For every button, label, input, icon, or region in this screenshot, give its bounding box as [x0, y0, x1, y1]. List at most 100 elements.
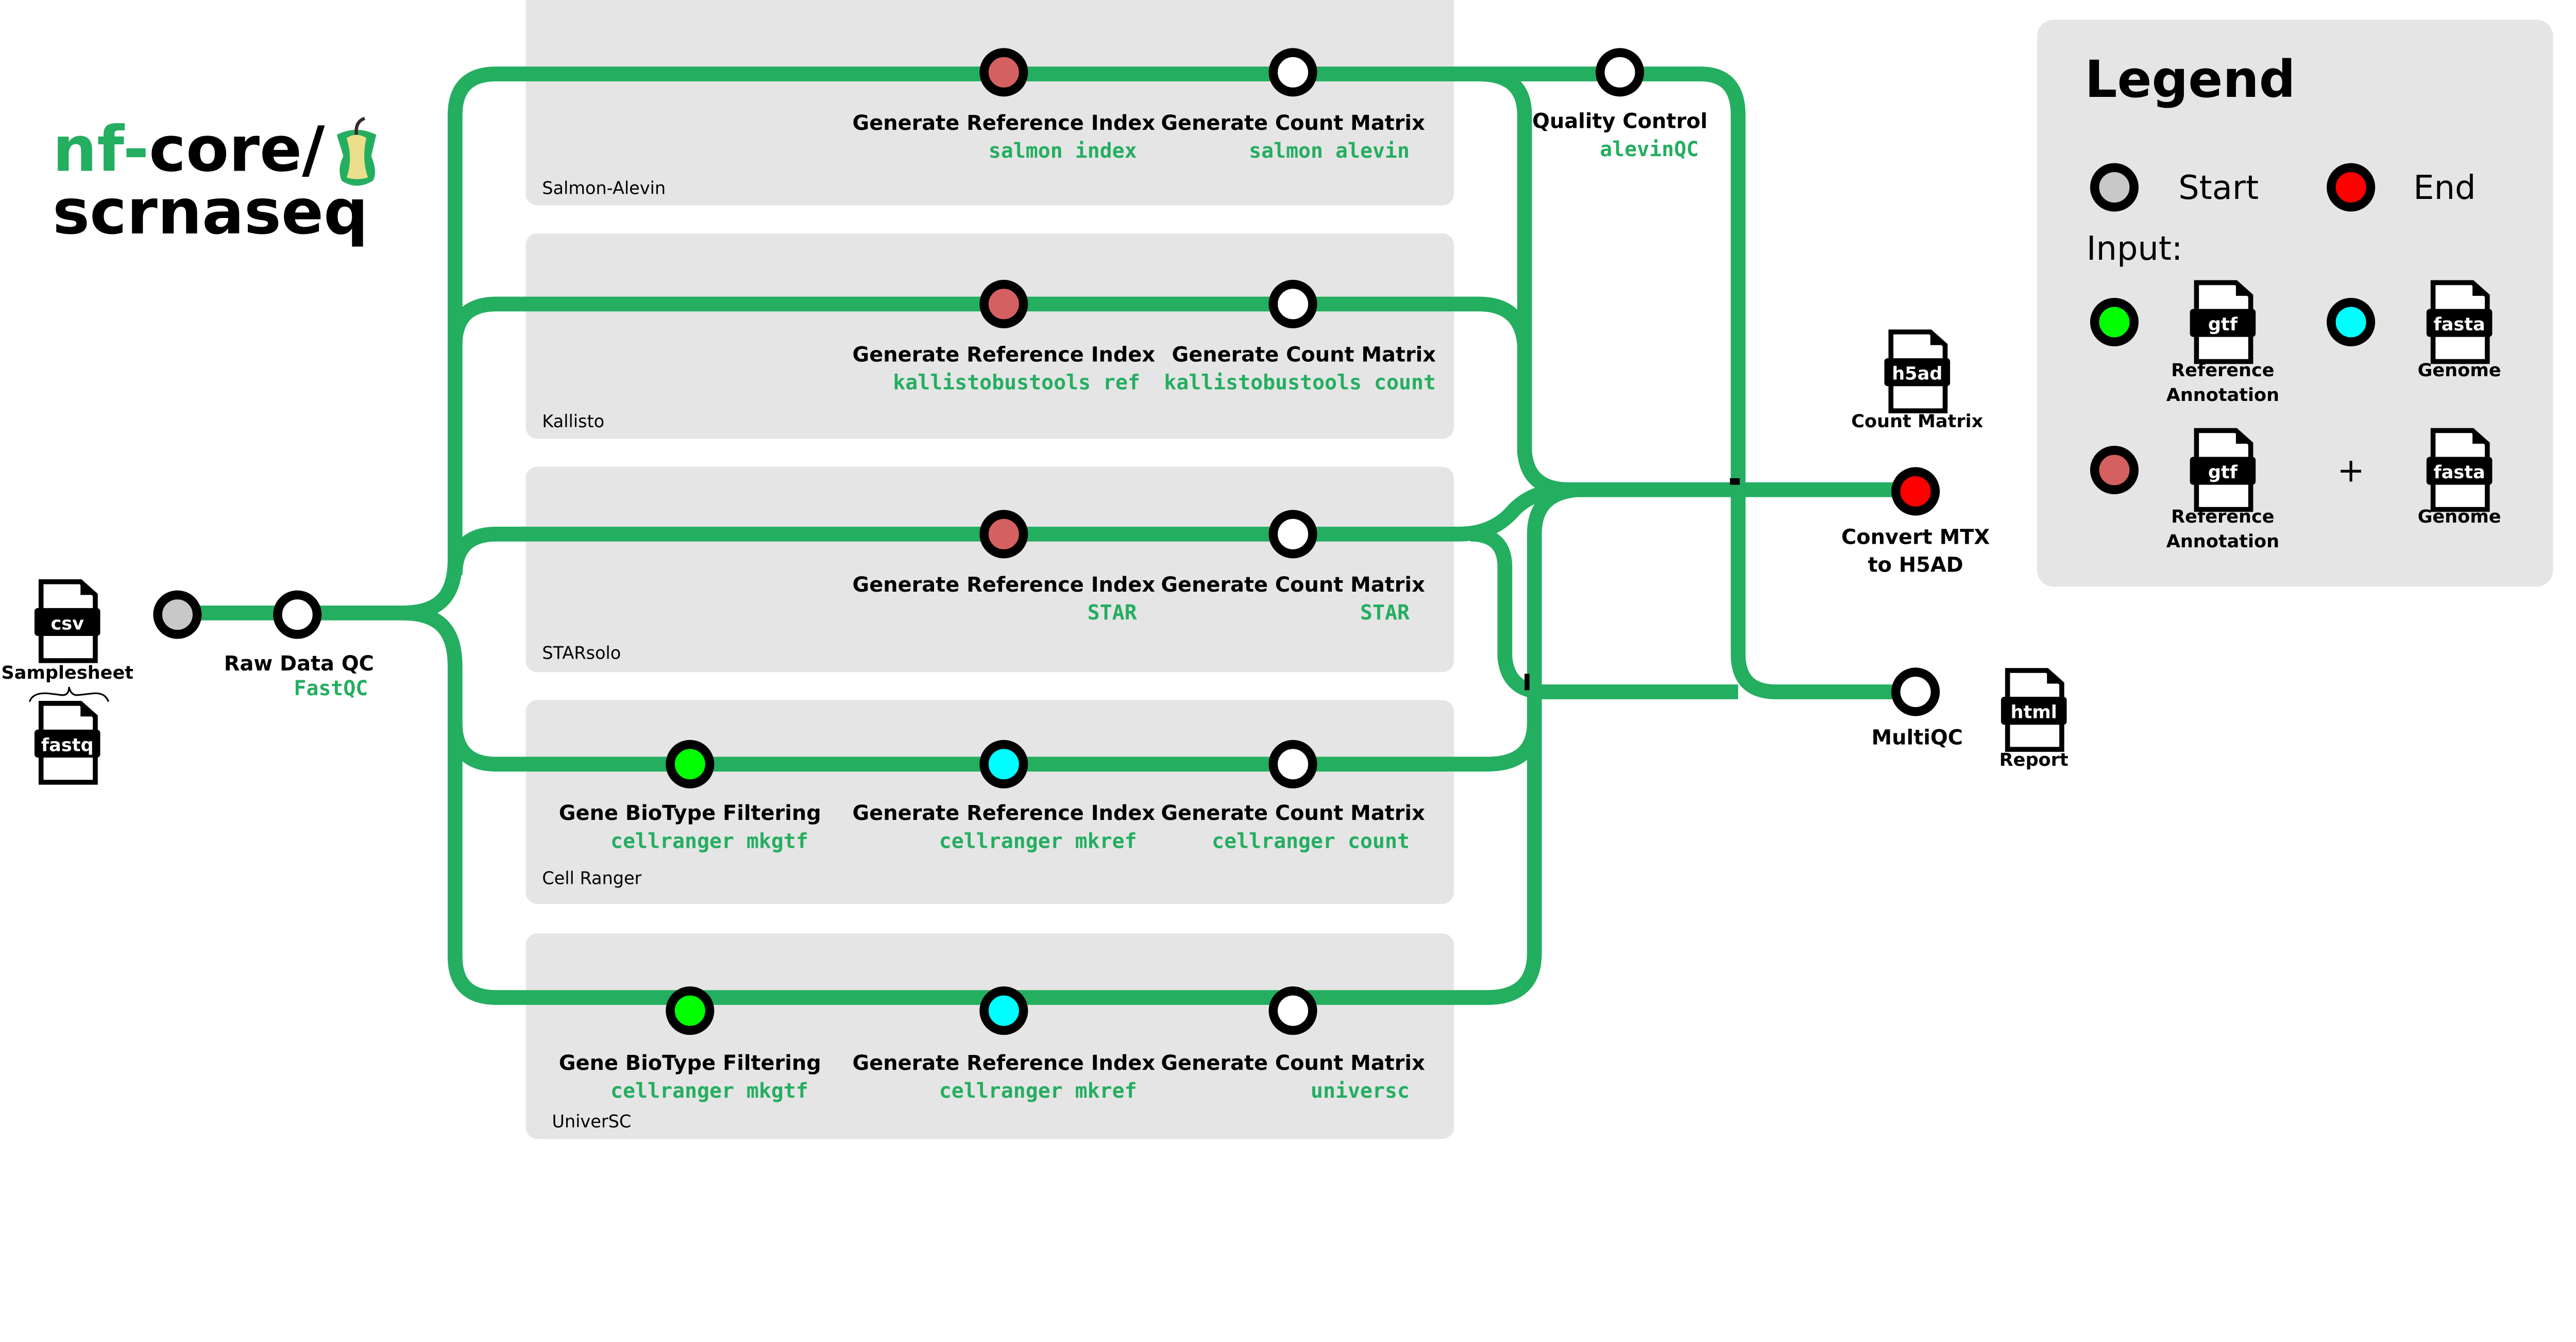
- qc-tool: alevinQC: [1600, 138, 1699, 161]
- samplesheet-label: Samplesheet: [1, 662, 133, 683]
- legend-end-label: End: [2413, 169, 2476, 207]
- panels: Salmon-Alevin Kallisto STARsolo Cell Ran…: [526, 0, 1454, 1139]
- step-label: Generate Count Matrix: [1161, 801, 1425, 825]
- panel-salmon-alevin: [526, 0, 1454, 206]
- step-tool: universc: [1311, 1079, 1410, 1103]
- step-tool: cellranger mkref: [939, 1079, 1137, 1103]
- convert-label-2: to H5AD: [1868, 553, 1963, 577]
- svg-text:csv: csv: [50, 613, 84, 634]
- universc-mkgtf-node[interactable]: [666, 986, 715, 1035]
- star-count-node[interactable]: [1268, 510, 1317, 559]
- csv-file-icon: csv: [35, 582, 100, 661]
- svg-text:fasta: fasta: [2433, 462, 2485, 483]
- panel-name: Kallisto: [542, 411, 604, 431]
- convert-label-1: Convert MTX: [1841, 525, 1990, 549]
- legend-end-node: [2327, 163, 2376, 212]
- step-tool: cellranger mkgtf: [611, 1079, 808, 1103]
- step-tool: kallistobustools count: [1164, 371, 1436, 395]
- start-node[interactable]: [153, 590, 202, 639]
- end-node-convert[interactable]: [1891, 467, 1940, 516]
- quality-control-node[interactable]: [1596, 48, 1645, 97]
- gtf-file-icon: gtf: [2190, 430, 2256, 509]
- step-label: Generate Reference Index: [853, 1051, 1156, 1075]
- panel-universc: [526, 933, 1454, 1139]
- step-tool: salmon index: [989, 139, 1137, 163]
- svg-text:nf-core/: nf-core/: [53, 113, 325, 186]
- step-label: Generate Reference Index: [853, 573, 1156, 597]
- legend-fasta-node: [2327, 297, 2376, 347]
- svg-text:gtf: gtf: [2208, 462, 2238, 483]
- step-label: Generate Count Matrix: [1161, 1051, 1425, 1075]
- svg-text:fastq: fastq: [41, 734, 94, 756]
- salmon-alevin-node[interactable]: [1268, 48, 1317, 97]
- cellranger-mkref-node[interactable]: [979, 740, 1028, 789]
- step-label: Generate Reference Index: [853, 801, 1156, 825]
- legend-start-label: Start: [2178, 169, 2259, 207]
- step-tool: STAR: [1088, 601, 1137, 625]
- raw-qc-tool: FastQC: [294, 677, 368, 700]
- svg-text:Annotation: Annotation: [2166, 384, 2279, 406]
- step-tool: cellranger count: [1212, 829, 1410, 853]
- step-label: Gene BioType Filtering: [559, 801, 821, 825]
- step-tool: cellranger mkref: [939, 829, 1137, 853]
- panel-name: STARsolo: [542, 643, 621, 663]
- step-label: Gene BioType Filtering: [559, 1051, 821, 1075]
- step-tool: kallistobustools ref: [893, 371, 1140, 395]
- svg-text:Reference: Reference: [2171, 360, 2274, 381]
- panel-name: Salmon-Alevin: [542, 178, 666, 198]
- line-kallisto: [447, 296, 1532, 346]
- gtf-file-icon: gtf: [2190, 282, 2256, 361]
- metro-lines: [177, 66, 1916, 1005]
- step-label: Generate Reference Index: [853, 111, 1156, 135]
- svg-text:html: html: [2011, 701, 2057, 723]
- line-cellranger: [447, 723, 1542, 772]
- qc-label: Quality Control: [1532, 110, 1707, 133]
- step-tool: STAR: [1360, 601, 1410, 625]
- universc-count-node[interactable]: [1268, 986, 1317, 1035]
- legend-input-label: Input:: [2087, 230, 2183, 268]
- salmon-index-node[interactable]: [979, 48, 1028, 97]
- svg-text:fasta: fasta: [2433, 314, 2485, 335]
- kallisto-count-node[interactable]: [1268, 279, 1317, 328]
- universc-mkref-node[interactable]: [979, 986, 1028, 1035]
- plus-sign: +: [2337, 451, 2364, 490]
- svg-text:gtf: gtf: [2208, 314, 2238, 335]
- step-label: Generate Count Matrix: [1161, 111, 1425, 135]
- legend-genome-label: Genome: [2418, 506, 2501, 527]
- apple-core-icon: [336, 116, 377, 186]
- legend-title: Legend: [2085, 50, 2296, 109]
- fasta-file-icon: fasta: [2427, 430, 2493, 509]
- step-label: Generate Count Matrix: [1161, 573, 1425, 597]
- legend-gtf-fasta-node: [2090, 445, 2139, 495]
- multiqc-label: MultiQC: [1872, 726, 1963, 750]
- cellranger-count-node[interactable]: [1268, 740, 1317, 789]
- line-salmon-convert: [1478, 66, 1916, 497]
- pipeline-name: scrnaseq: [53, 176, 368, 248]
- line-starsolo-multiqc: [1470, 526, 1738, 699]
- step-label: Generate Reference Index: [853, 343, 1156, 367]
- count-matrix-label: Count Matrix: [1851, 411, 1983, 432]
- legend-start-node: [2090, 163, 2139, 212]
- panel-name: UniverSC: [552, 1111, 631, 1131]
- panel-cellranger: [526, 700, 1454, 904]
- svg-text:Annotation: Annotation: [2166, 531, 2279, 552]
- fastqc-node[interactable]: [273, 590, 322, 639]
- svg-text:h5ad: h5ad: [1892, 363, 1942, 384]
- legend-genome-label: Genome: [2418, 360, 2501, 381]
- line-salmon: [402, 66, 1916, 699]
- multiqc-node[interactable]: [1891, 667, 1940, 716]
- step-label: Generate Count Matrix: [1172, 343, 1436, 367]
- h5ad-file-icon: h5ad: [1885, 332, 1951, 411]
- kallisto-ref-node[interactable]: [979, 279, 1028, 328]
- raw-qc-label: Raw Data QC: [224, 652, 374, 676]
- star-index-node[interactable]: [979, 510, 1028, 559]
- panel-starsolo: [526, 466, 1454, 673]
- step-tool: salmon alevin: [1249, 139, 1410, 163]
- panel-name: Cell Ranger: [542, 868, 641, 888]
- legend: Legend Start End Input: gtf Reference An…: [2037, 20, 2553, 587]
- cellranger-mkgtf-node[interactable]: [666, 740, 715, 789]
- brace: [28, 686, 109, 702]
- panel-kallisto: [526, 233, 1454, 439]
- svg-text:Reference: Reference: [2171, 506, 2274, 527]
- legend-gtf-node: [2090, 297, 2139, 347]
